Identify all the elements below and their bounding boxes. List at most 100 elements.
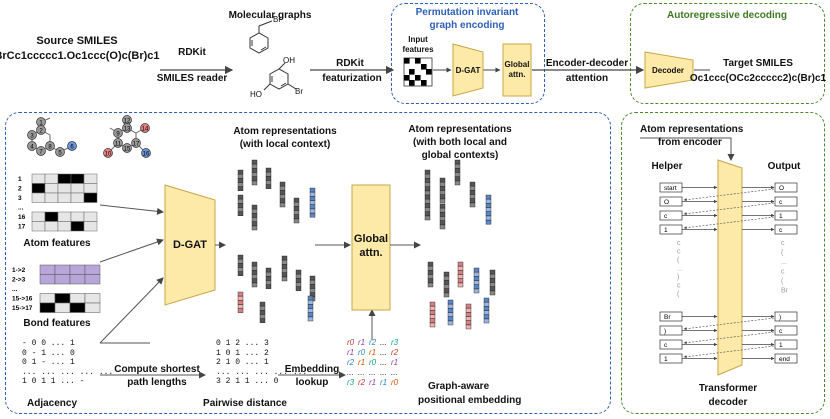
output-token: c bbox=[779, 227, 783, 234]
encoder-detail-box bbox=[5, 112, 611, 414]
dgat-small-label: D-GAT bbox=[455, 66, 481, 75]
graph-aware-label-1: Graph-aware bbox=[428, 381, 490, 392]
feature-cell bbox=[439, 181, 446, 187]
output-token-box bbox=[774, 353, 798, 364]
bond-feature-cell bbox=[69, 264, 86, 275]
feature-cell bbox=[309, 212, 316, 218]
helper-faded-token: c bbox=[677, 240, 681, 247]
feature-cell bbox=[309, 280, 316, 285]
feature-cell bbox=[281, 264, 288, 269]
feature-cell bbox=[259, 314, 266, 319]
feature-cell bbox=[439, 198, 446, 204]
compute-label-2: path lengths bbox=[127, 377, 187, 388]
feature-cell bbox=[473, 288, 480, 294]
feature-cell bbox=[465, 308, 472, 313]
feature-cell bbox=[251, 221, 258, 227]
feature-cell bbox=[424, 190, 431, 196]
feature-cell bbox=[251, 163, 258, 169]
bond-feature-cell bbox=[69, 302, 86, 313]
feature-cell bbox=[309, 191, 316, 197]
feature-cell bbox=[483, 314, 490, 319]
helper-faded-token: ... bbox=[677, 266, 683, 273]
bond-feature-cell bbox=[54, 274, 71, 285]
feature-cell bbox=[281, 272, 288, 277]
atom-reps-local bbox=[237, 159, 316, 323]
graph-node-label: 17 bbox=[133, 142, 140, 148]
graph-node-label: 2 bbox=[39, 129, 43, 135]
graph-node bbox=[113, 128, 123, 138]
bond-row-label: 15->17 bbox=[12, 305, 33, 312]
feature-cell bbox=[483, 310, 490, 315]
feature-cell bbox=[454, 180, 461, 186]
feature-cell bbox=[237, 173, 244, 179]
feature-cell bbox=[427, 282, 434, 288]
output-token: c bbox=[779, 199, 783, 206]
dgat-big-label: D-GAT bbox=[172, 239, 208, 251]
feature-cell bbox=[429, 322, 436, 328]
feedback-arrow bbox=[683, 202, 775, 216]
graph-node bbox=[36, 125, 46, 135]
helper-faded-token: c bbox=[677, 283, 681, 290]
feature-cell bbox=[251, 282, 258, 288]
feature-cell bbox=[483, 297, 490, 303]
mol-label-oh: OH bbox=[283, 56, 295, 65]
graph-node-label: 11 bbox=[115, 142, 122, 148]
bond-feature-cell bbox=[39, 302, 56, 313]
feature-cell bbox=[485, 219, 492, 225]
transformer-label-1: Transformer bbox=[698, 383, 758, 394]
atom-feature-cell bbox=[44, 173, 59, 184]
positional-cell: r0 bbox=[347, 338, 355, 347]
graph-node bbox=[122, 123, 132, 133]
atom-feature-cell bbox=[31, 192, 46, 203]
atom-feature-cell bbox=[44, 192, 59, 203]
feature-cell bbox=[465, 324, 472, 330]
helper-token: 1 bbox=[664, 356, 668, 363]
input-features-2: features bbox=[402, 45, 434, 54]
atom-feature-cell bbox=[31, 211, 46, 222]
feature-cell bbox=[259, 318, 266, 323]
graph-node bbox=[131, 138, 141, 148]
feature-cell bbox=[427, 278, 434, 283]
feature-cell bbox=[439, 190, 446, 195]
feature-cell bbox=[237, 194, 244, 200]
feature-cell bbox=[465, 312, 472, 317]
feature-cell bbox=[265, 276, 272, 281]
feature-cell bbox=[251, 168, 258, 173]
positional-cell: r1 bbox=[369, 348, 377, 357]
target-smiles-value: Oc1ccc(OCc2ccccc2)c(Br)c1 bbox=[689, 73, 827, 84]
feature-cell bbox=[265, 284, 272, 289]
feature-cell bbox=[251, 159, 258, 165]
output-token-box bbox=[774, 196, 798, 207]
positional-cell: ... bbox=[347, 368, 354, 377]
feature-cell bbox=[439, 220, 446, 226]
feature-cell bbox=[485, 215, 492, 221]
helper-token: start bbox=[664, 185, 677, 192]
atom-rep-both-3: global contexts) bbox=[421, 150, 499, 161]
feature-cell bbox=[469, 198, 476, 204]
atom-row-label: ... bbox=[18, 205, 24, 212]
feature-cell bbox=[237, 207, 244, 212]
feature-cell bbox=[429, 314, 436, 319]
target-smiles-title: Target SMILES bbox=[723, 58, 793, 69]
embedding-label-1: Embedding bbox=[284, 364, 340, 375]
transformer-module bbox=[717, 159, 743, 376]
feature-cell bbox=[293, 214, 300, 220]
feature-cell bbox=[424, 215, 431, 221]
atom-row-label: 2 bbox=[18, 186, 22, 193]
feature-cell bbox=[424, 178, 431, 183]
feature-cell bbox=[279, 198, 286, 204]
atom-reps-global bbox=[424, 159, 496, 330]
feedback-arrow bbox=[683, 345, 775, 359]
transformer-label-2: decoder bbox=[708, 397, 748, 408]
graph-node-label: 6 bbox=[70, 145, 74, 151]
feature-cell bbox=[447, 312, 454, 317]
output-token-box bbox=[774, 210, 798, 221]
output-label: Output bbox=[767, 161, 801, 172]
feature-cell bbox=[485, 203, 492, 208]
positional-cell: ... bbox=[380, 348, 387, 357]
atom-row-label: 3 bbox=[18, 195, 22, 202]
arrow-encoder-to-transformer bbox=[640, 137, 735, 161]
feature-cell bbox=[447, 320, 454, 326]
